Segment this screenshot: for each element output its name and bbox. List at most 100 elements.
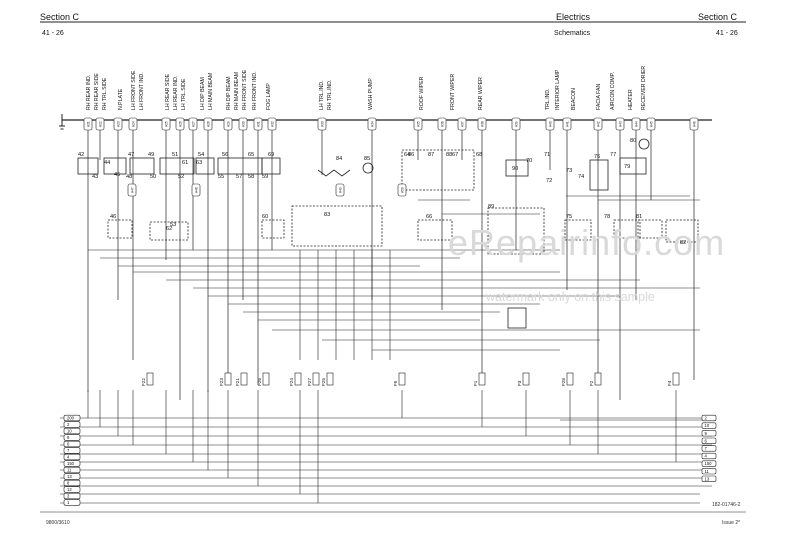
svg-text:A33: A33 [321, 121, 325, 127]
fuse-f3: F3 [517, 372, 530, 386]
svg-text:A40: A40 [549, 121, 553, 127]
component-44: 44 [104, 160, 110, 166]
svg-text:F2: F2 [589, 380, 594, 386]
component-88: 88 [446, 152, 452, 158]
svg-text:A27: A27 [192, 121, 196, 127]
bus-left-6: 7 [63, 447, 81, 454]
svg-text:A26: A26 [179, 121, 183, 127]
component-79: 79 [624, 164, 630, 170]
svg-text:150: 150 [705, 461, 713, 466]
svg-text:A38: A38 [481, 121, 485, 127]
circuit-label-3: RH TRL.SIDE [102, 77, 108, 110]
component-61: 61 [182, 160, 188, 166]
circuit-label-8: LH REAR IND. [173, 76, 179, 110]
component-57: 57 [236, 174, 242, 180]
circuit-label-7: LH REAR SIDE [165, 73, 171, 110]
component-66: 66 [426, 214, 432, 220]
svg-text:A30: A30 [242, 121, 246, 127]
component-48: 48 [126, 174, 132, 180]
connector-a41: A41 [562, 117, 572, 131]
bus-right-7: 150 [701, 460, 717, 467]
bus-right-3: 9 [701, 430, 717, 437]
bus-right-2: 10 [701, 422, 717, 429]
component-78: 78 [604, 214, 610, 220]
connector-a38: A38 [477, 117, 487, 131]
circuit-label-17: LH TRL.IND. [319, 80, 325, 110]
bus-right-6: 4 [701, 452, 717, 460]
component-76: 76 [594, 154, 600, 160]
component-58: 58 [248, 174, 254, 180]
fuse-f26: F26 [257, 372, 270, 386]
chapter-title: Electrics [556, 12, 591, 22]
connector-a47: A47 [127, 183, 137, 197]
connector-a32: A32 [267, 117, 277, 131]
watermark-brand: eRepairinfo.com [448, 222, 726, 263]
bus-left-11: 8 [63, 479, 81, 487]
svg-text:A35: A35 [417, 121, 421, 127]
circuit-label-25: BEACON [571, 88, 577, 110]
svg-text:3: 3 [67, 494, 70, 499]
svg-text:A49: A49 [339, 187, 343, 193]
connector-a37: A37 [457, 117, 467, 131]
connector-a28: A28 [203, 117, 213, 131]
svg-text:4: 4 [705, 454, 708, 459]
connector-a44: A44 [631, 117, 641, 131]
svg-text:A24: A24 [132, 121, 136, 127]
fuse-f1: F1 [473, 372, 486, 386]
component-80: 80 [630, 138, 636, 144]
svg-text:8: 8 [67, 481, 70, 486]
bus-left-7: 4 [63, 453, 81, 461]
component-45: 45 [114, 172, 120, 178]
svg-text:F5: F5 [393, 380, 398, 386]
bus-left-2: 2 [63, 421, 81, 428]
fuse-f24: F24 [289, 372, 302, 386]
circuit-label-26: FACIA FAN [596, 84, 602, 110]
circuit-label-13: RH MAIN BEAM [234, 72, 240, 110]
svg-text:9: 9 [705, 431, 708, 436]
svg-text:F27: F27 [307, 378, 312, 386]
connector-a50: A50 [397, 183, 407, 197]
fuse-f22: F22 [141, 372, 154, 386]
component-55: 55 [218, 174, 224, 180]
footer-issue: Issue 2* [722, 520, 741, 526]
component-83: 83 [324, 212, 330, 218]
component-62: 62 [166, 226, 172, 232]
svg-text:7: 7 [67, 448, 70, 453]
svg-text:F28: F28 [561, 378, 566, 386]
circuit-label-11: LH MAIN BEAM [208, 73, 214, 110]
component-87: 87 [428, 152, 434, 158]
component-43: 43 [92, 174, 98, 180]
component-71: 71 [544, 152, 550, 158]
svg-text:200: 200 [67, 416, 75, 421]
svg-text:2: 2 [67, 422, 70, 427]
svg-text:A36: A36 [441, 121, 445, 127]
bus-left-13: 3 [63, 492, 81, 500]
connector-a36: A36 [437, 117, 447, 131]
connector-a39: A39 [511, 117, 521, 131]
section-title-left: Section C [40, 12, 80, 22]
circuit-label-5: LH FRONT SIDE [131, 70, 137, 110]
page-number-left: 41 - 26 [42, 30, 64, 37]
section-title-right: Section C [698, 12, 738, 22]
fuse-f21: F21 [235, 372, 248, 386]
svg-text:6: 6 [67, 442, 70, 447]
component-82: 82 [680, 240, 686, 246]
connector-a42: A42 [593, 117, 603, 131]
bus-right-5: 7 [701, 445, 717, 452]
svg-text:F4: F4 [667, 380, 672, 386]
connector-a24: A24 [128, 117, 138, 131]
watermark-note: watermark only on this sample [486, 290, 655, 304]
connector-a25: A25 [161, 117, 171, 131]
component-70: 70 [526, 158, 532, 164]
component-47: 47 [128, 152, 134, 158]
svg-text:F25: F25 [321, 378, 326, 386]
bus-right-8: 11 [701, 468, 717, 475]
component-53: 53 [170, 222, 176, 228]
bus-left-14: 1 [63, 499, 81, 506]
component-69: 69 [268, 152, 274, 158]
svg-text:7: 7 [705, 446, 708, 451]
svg-text:1: 1 [67, 500, 70, 505]
component-85: 85 [364, 156, 370, 162]
circuit-label-27: AIRCON COMP. [610, 72, 616, 110]
circuit-label-12: RH DIP BEAM [226, 76, 232, 110]
